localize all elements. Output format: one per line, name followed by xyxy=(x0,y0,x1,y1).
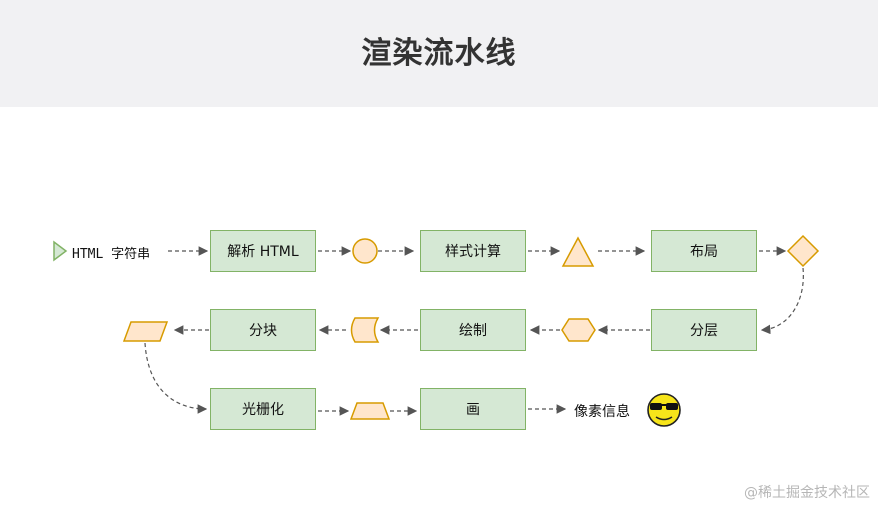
style-triangle-shape xyxy=(561,236,595,267)
step-draw: 画 xyxy=(420,388,526,430)
paint-storage-shape xyxy=(350,317,380,343)
tile-parallelogram-shape xyxy=(122,321,169,342)
input-label: HTML 字符串 xyxy=(72,247,151,262)
output-label: 像素信息 xyxy=(574,404,630,420)
step-paint: 绘制 xyxy=(420,309,526,351)
step-layer: 分层 xyxy=(651,309,757,351)
layout-diamond-shape xyxy=(786,234,820,268)
arrow-parallelogram-raster xyxy=(144,342,208,414)
step-parse-html: 解析 HTML xyxy=(210,230,316,272)
step-tile: 分块 xyxy=(210,309,316,351)
sunglasses-emoji-icon xyxy=(647,393,681,427)
page-title: 渲染流水线 xyxy=(361,36,517,71)
step-layout: 布局 xyxy=(651,230,757,272)
raster-trapezoid-shape xyxy=(349,402,391,420)
step-raster: 光栅化 xyxy=(210,388,316,430)
header-bar xyxy=(0,0,878,107)
dom-circle-shape xyxy=(352,238,378,264)
watermark: @稀土掘金技术社区 xyxy=(744,485,870,501)
step-style-calc: 样式计算 xyxy=(420,230,526,272)
arrow-diamond-layer xyxy=(760,267,804,335)
layer-hexagon-shape xyxy=(561,318,596,342)
start-triangle-icon xyxy=(53,240,68,262)
